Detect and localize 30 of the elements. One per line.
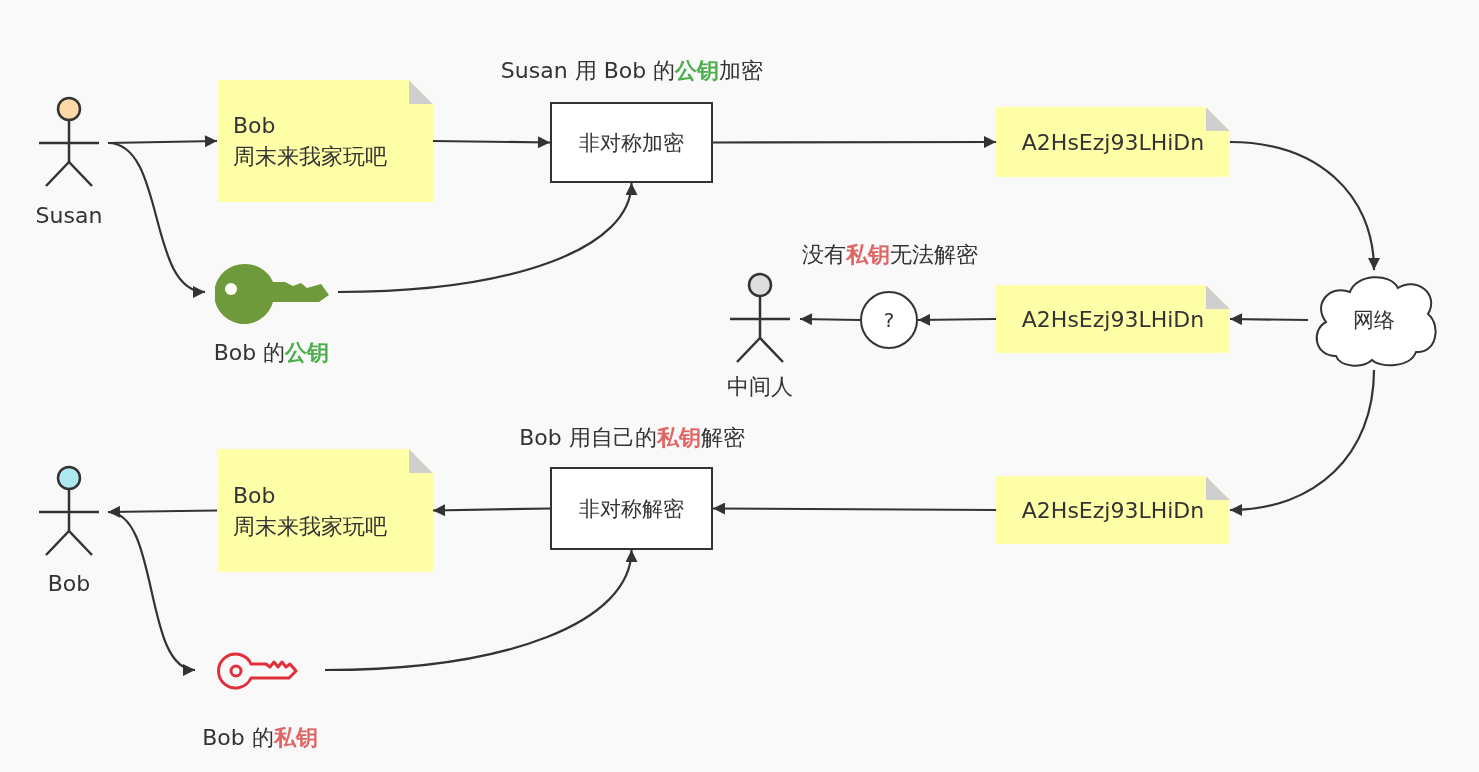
caption-label: 没有私钥无法解密	[802, 241, 978, 269]
question-circle: ?	[860, 291, 918, 349]
arrow	[713, 136, 996, 148]
arrow	[107, 510, 196, 673]
arrow	[1230, 313, 1308, 326]
arrow	[337, 182, 636, 294]
arrow	[713, 502, 996, 515]
caption-label: Susan 用 Bob 的公钥加密	[500, 57, 764, 85]
sticky-note: A2HsEzj93LHiDn	[996, 476, 1230, 544]
process-box: 非对称解密	[550, 467, 713, 550]
person-label: Susan	[34, 203, 104, 228]
person-label: Bob	[46, 571, 92, 596]
arrow	[1229, 369, 1376, 516]
arrow	[324, 549, 636, 672]
arrow	[107, 141, 206, 296]
key-label: Bob 的私钥	[201, 724, 319, 752]
arrow	[1229, 140, 1380, 271]
sticky-note: Bob 周末来我家玩吧	[217, 449, 433, 572]
sticky-note: A2HsEzj93LHiDn	[996, 285, 1230, 353]
key-label: Bob 的公钥	[212, 339, 331, 367]
caption-label: Bob 用自己的私钥解密	[519, 424, 745, 452]
arrow	[433, 504, 550, 517]
arrow	[433, 136, 550, 149]
sticky-note: Bob 周末来我家玩吧	[217, 80, 433, 202]
arrow	[800, 313, 860, 326]
sticky-note: A2HsEzj93LHiDn	[996, 107, 1230, 177]
process-box: 非对称加密	[550, 102, 713, 183]
person-label: 中间人	[726, 373, 794, 401]
arrow	[918, 313, 996, 326]
arrow	[108, 505, 217, 518]
